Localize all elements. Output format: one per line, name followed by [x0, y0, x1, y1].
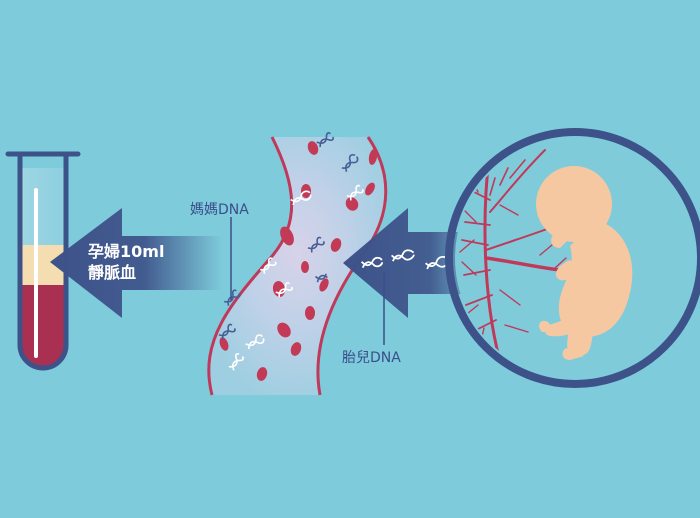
fetal-dna-label: 胎兒DNA [342, 350, 401, 366]
tube-highlight [34, 188, 38, 358]
dna-icon [260, 257, 277, 274]
sample-label-line1: 孕婦10ml [88, 242, 165, 261]
red-blood-cell-icon [219, 337, 229, 351]
red-blood-cell-icon [345, 197, 359, 211]
left-arrow [50, 208, 222, 318]
dna-icon [316, 131, 334, 148]
red-blood-cell-icon [368, 149, 378, 165]
dna-icon [218, 323, 236, 340]
red-blood-cell-icon [365, 182, 375, 196]
dna-icon [290, 190, 312, 206]
dna-icon [341, 154, 359, 173]
red-blood-cell-icon [301, 261, 309, 273]
maternal-dna-label: 媽媽DNA [190, 202, 249, 218]
dna-icon [314, 273, 328, 283]
red-blood-cell-icon [307, 141, 319, 155]
dna-icon [360, 256, 383, 269]
red-blood-cell-icon [305, 306, 315, 320]
red-blood-cell-icon [290, 342, 302, 356]
fetus-icon [536, 166, 633, 360]
dna-icon [245, 334, 265, 350]
red-blood-cell-icon [330, 238, 342, 252]
red-blood-cell-icon [319, 278, 329, 292]
red-blood-cell-icon [280, 226, 294, 246]
dna-icon [346, 184, 364, 201]
red-blood-cell-icon [256, 367, 268, 381]
red-blood-cells [219, 141, 378, 381]
sample-label-line2: 靜脈血 [88, 263, 137, 282]
test-tube-icon [5, 151, 81, 371]
maternal-dna-fragments [218, 131, 364, 371]
uterus-icon [445, 128, 700, 388]
dna-icon [224, 289, 241, 306]
dna-icon [390, 249, 415, 262]
dna-icon [275, 281, 293, 298]
tube-blood-layer [20, 285, 66, 368]
dna-icon [228, 353, 245, 371]
red-blood-cell-icon [277, 322, 291, 338]
dna-icon [307, 236, 325, 253]
